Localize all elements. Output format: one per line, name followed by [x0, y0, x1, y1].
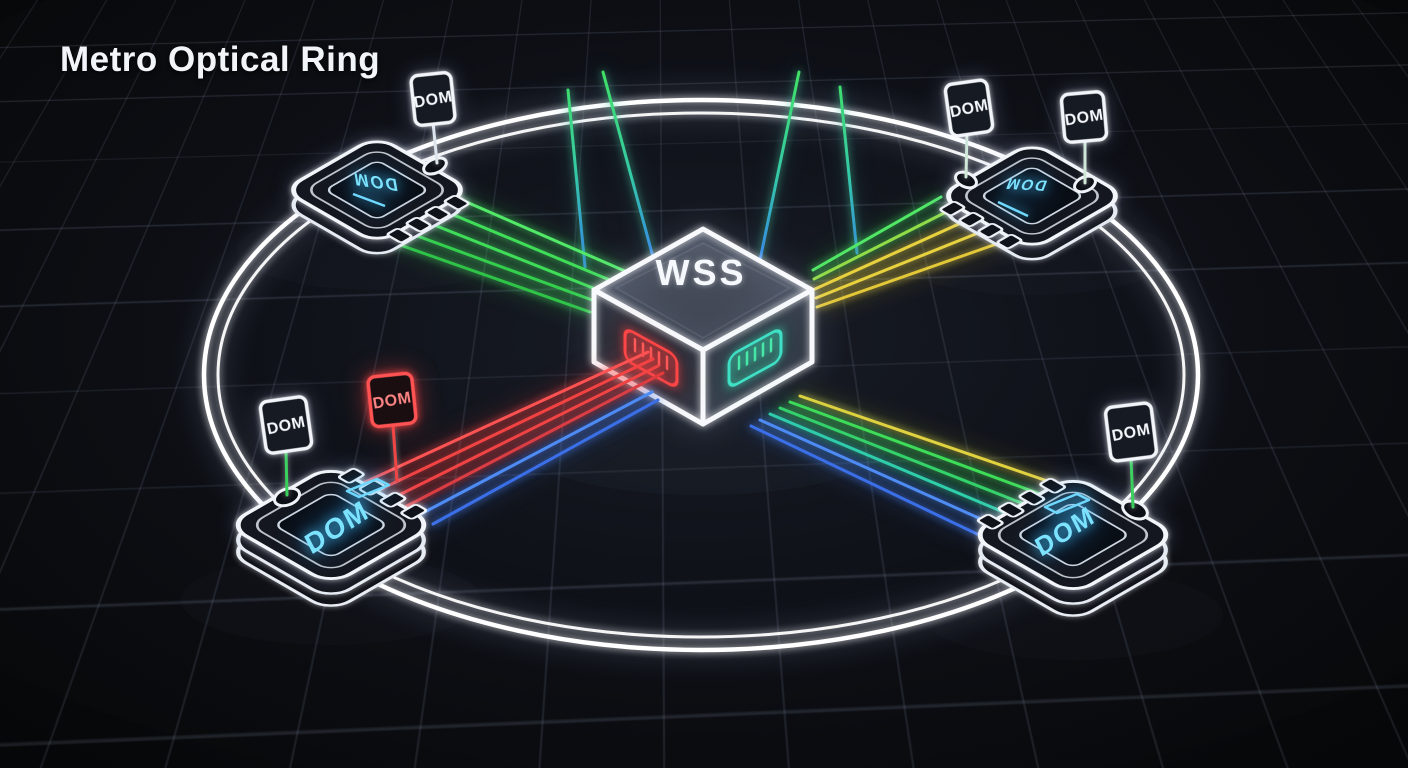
svg-text:DOM: DOM [372, 389, 413, 412]
pole-socket [272, 486, 302, 508]
beams-top-fan [566, 70, 859, 269]
wss-right-face [703, 290, 812, 424]
node-device-top-left: DOM [291, 140, 470, 255]
wss-top-facet [613, 241, 793, 340]
beams-hub-to-bottomleft [361, 350, 665, 526]
pole-socket [422, 156, 448, 176]
pole-socket [954, 170, 978, 190]
screen-label: DOM [1002, 175, 1049, 193]
wss-hub: WSS [591, 226, 815, 427]
sign-poles [284, 120, 1135, 509]
svg-text:DOM: DOM [1064, 107, 1105, 130]
pole-socket [1121, 499, 1149, 521]
beams-hub-to-bottomright [749, 394, 1058, 536]
svg-text:DOM: DOM [413, 88, 454, 111]
beams-topright-to-hub [811, 195, 1007, 309]
wss-edges [591, 226, 815, 427]
node-device-top-right: DOM [939, 146, 1118, 261]
diagram-title: Metro Optical Ring [60, 40, 381, 79]
wss-left-port [623, 329, 679, 387]
sign-bottom-left-white: DOM [258, 395, 314, 455]
sign-top-right-2: DOM [1059, 90, 1109, 144]
wss-left-face [594, 290, 703, 424]
sign-bottom-right: DOM [1103, 401, 1159, 463]
sign-top-right-1: DOM [943, 78, 995, 138]
metro-ring [201, 97, 1201, 653]
node-device-bottom-right: DOM [976, 477, 1169, 617]
wss-label: WSS [655, 252, 746, 293]
sign-top-left: DOM [409, 70, 457, 128]
beams-topleft-to-hub [384, 195, 629, 314]
node-device-bottom-left: DOM [235, 467, 428, 607]
sign-bottom-left-red: DOM [366, 371, 418, 429]
wss-right-port [727, 329, 783, 387]
